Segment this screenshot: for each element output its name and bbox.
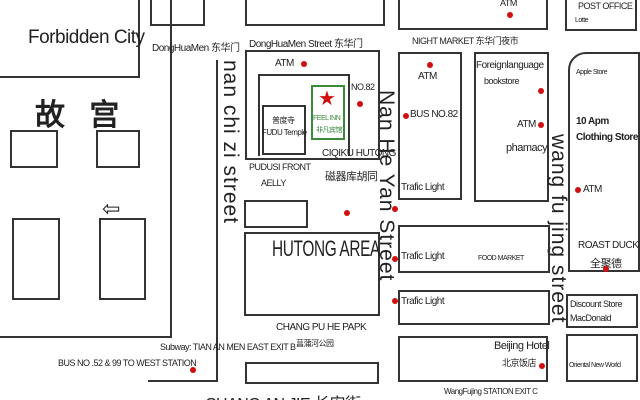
ciqiku-label: CIQIKU HUTONG (322, 148, 396, 159)
marker[interactable] (392, 256, 398, 262)
traffic-light-label: Trafic Light (401, 182, 445, 193)
atm-label: ATM (500, 0, 517, 8)
bookstore-label-2: bookstore (484, 76, 520, 86)
aelly-label: AELLY (261, 178, 286, 188)
block (398, 0, 548, 30)
palace-block (12, 218, 60, 300)
atm-marker[interactable] (427, 62, 433, 68)
fudu-temple-block (262, 105, 306, 155)
bus-stop-marker[interactable] (190, 367, 196, 373)
feel-inn-hotel[interactable] (311, 85, 345, 140)
lotte-label: Lotte (575, 17, 589, 24)
clothing-label: 10 Apm (576, 116, 609, 127)
forbidden-city-cn-label: 故 宫 (35, 99, 128, 132)
donghuamen-left-label: DongHuaMen 东华门 (152, 43, 240, 54)
ciqiku-cn-label: 磁器库胡同 (325, 171, 378, 183)
chang-an-jie-label: CHANG AN JIE 长安街 (205, 390, 361, 400)
arrow-left-icon: ⇦ (102, 196, 120, 221)
block (565, 0, 637, 31)
mcdonald-label: MacDonald (570, 313, 612, 323)
food-market-label: FOOD MARKET (478, 255, 524, 262)
donghuamen-street-label: DongHuaMen Street 东华门 (249, 39, 363, 50)
marker[interactable] (392, 206, 398, 212)
beijing-hotel-marker[interactable] (539, 363, 545, 369)
traffic-light-label: Trafic Light (401, 251, 445, 262)
bus-west-label: BUS NO .52 & 99 TO WEST STATION (58, 358, 197, 368)
atm-label: ATM (275, 58, 294, 69)
hotel-name-label: FEEL INN (313, 115, 341, 122)
nan-chi-zi-street-label: nan chi zi street (219, 60, 242, 225)
bookstore-label: Foreignlanguage (476, 60, 544, 71)
hutong-area-block (244, 232, 380, 316)
bus82-marker[interactable] (403, 113, 409, 119)
atm-label: ATM (517, 119, 536, 130)
oriental-block (566, 334, 638, 382)
wang-fu-jing-street-label: wang fu jing street (547, 134, 570, 324)
block (398, 52, 462, 200)
discount-store-block (566, 294, 638, 328)
temple-cn-label: 普度寺 (272, 116, 295, 125)
post-office-label: POST OFFICE (578, 1, 633, 11)
wangfujing-exit-label: WangFujing STATION EXIT C (444, 387, 538, 396)
park-cn-label: 菖蒲河公园 (296, 339, 334, 348)
nan-he-yan-street-label: Nan He Yan Street (375, 90, 398, 282)
marker[interactable] (392, 298, 398, 304)
atm-marker[interactable] (575, 187, 581, 193)
block (244, 200, 308, 228)
beijing-hotel-block (398, 336, 548, 382)
atm-label: ATM (583, 184, 602, 195)
block (150, 0, 205, 26)
roast-duck-marker[interactable] (603, 266, 609, 272)
roast-duck-cn-label: 全聚德 (590, 258, 622, 270)
no82-marker[interactable] (357, 101, 363, 107)
palace-block (96, 130, 140, 168)
oriental-label: Oriental New World (569, 362, 621, 369)
hutong-area-label: HUTONG AREA (272, 236, 380, 261)
outer-wall (148, 60, 218, 382)
food-market-block (398, 225, 550, 273)
pudusi-label: PUDUSI FRONT (249, 162, 311, 172)
subway-label: Subway: TIAN AN MEN EAST EXIT B (160, 342, 296, 352)
bookstore-marker[interactable] (538, 88, 544, 94)
inner-block (258, 74, 350, 156)
forbidden-city-wall (0, 0, 172, 338)
hotel-block (245, 50, 380, 160)
palace-block (10, 130, 58, 168)
hotel-cn-label: 非凡宾馆 (316, 127, 343, 134)
atm-marker[interactable] (301, 61, 307, 67)
temple-label: FUDU Temple (262, 128, 307, 137)
atm-label: ATM (418, 71, 437, 82)
forbidden-city-block (0, 0, 140, 78)
marker[interactable] (344, 210, 350, 216)
beijing-hotel-label: Beijing Hotel (494, 340, 550, 352)
night-market-label: NIGHT MARKET 东华门夜市 (412, 36, 519, 46)
palace-block (99, 218, 146, 300)
bus82-label: BUS NO.82 (410, 109, 458, 120)
apple-store-block (568, 52, 640, 272)
beijing-hotel-cn-label: 北京饭店 (502, 358, 537, 368)
block (398, 290, 550, 325)
clothing-label-2: Clothing Store (576, 132, 638, 143)
block (245, 362, 379, 384)
no82-label: NO.82 (351, 82, 375, 92)
bookstore-block (474, 52, 549, 202)
roast-duck-label: ROAST DUCK (578, 240, 639, 251)
block (245, 0, 385, 26)
star-icon: ★ (318, 88, 336, 110)
pharmacy-label: phamacy (506, 142, 548, 154)
discount-store-label: Discount Store (570, 299, 623, 309)
atm-marker[interactable] (507, 12, 513, 18)
park-label: CHANG PU HE PAPK (276, 322, 367, 333)
traffic-light-label: Trafic Light (401, 296, 445, 307)
forbidden-city-label: Forbidden City (28, 27, 145, 48)
apple-store-label: Apple Store (576, 69, 608, 76)
atm-marker[interactable] (538, 122, 544, 128)
